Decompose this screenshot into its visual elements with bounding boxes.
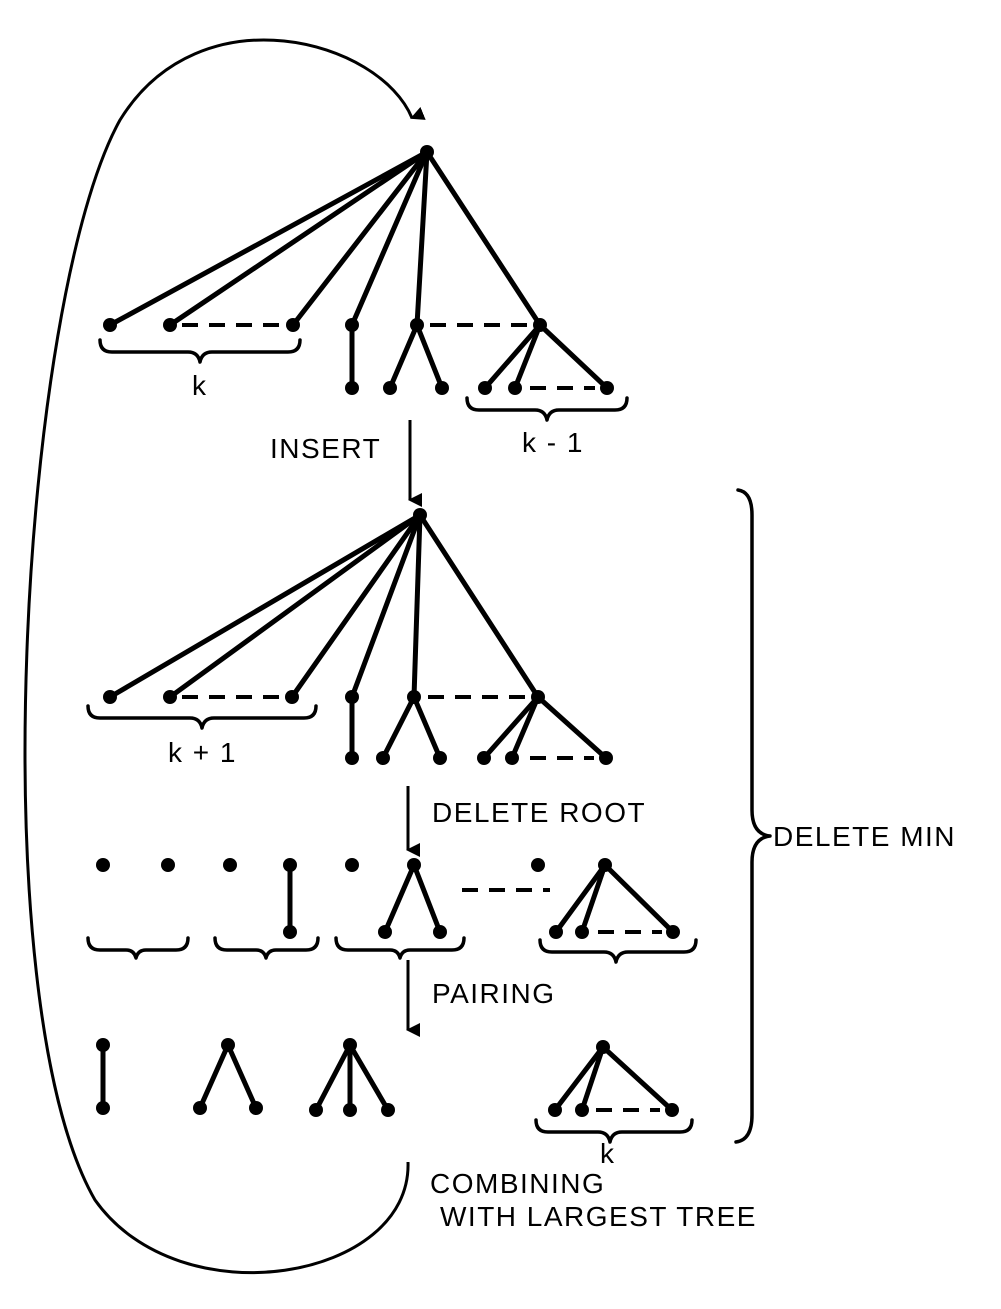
label-delete-root: DELETE ROOT (432, 797, 646, 828)
label-k-top: k (192, 370, 208, 401)
label-pairing: PAIRING (432, 978, 556, 1009)
label-combining-line2: WITH LARGEST TREE (440, 1201, 757, 1232)
label-k-bottom: k (600, 1138, 616, 1169)
forest-after-delete-root (86, 858, 698, 964)
label-insert: INSERT (270, 433, 381, 464)
label-k-minus-1: k - 1 (522, 427, 584, 458)
tree-before-insert (98, 145, 629, 422)
loop-arrow (23, 38, 426, 1275)
label-delete-min: DELETE MIN (773, 821, 956, 852)
delete-min-brace (734, 488, 772, 1144)
tree-after-insert (86, 508, 613, 765)
label-k-plus-1: k + 1 (168, 737, 237, 768)
forest-after-pairing (96, 1038, 694, 1144)
label-combining-line1: COMBINING (430, 1168, 605, 1199)
